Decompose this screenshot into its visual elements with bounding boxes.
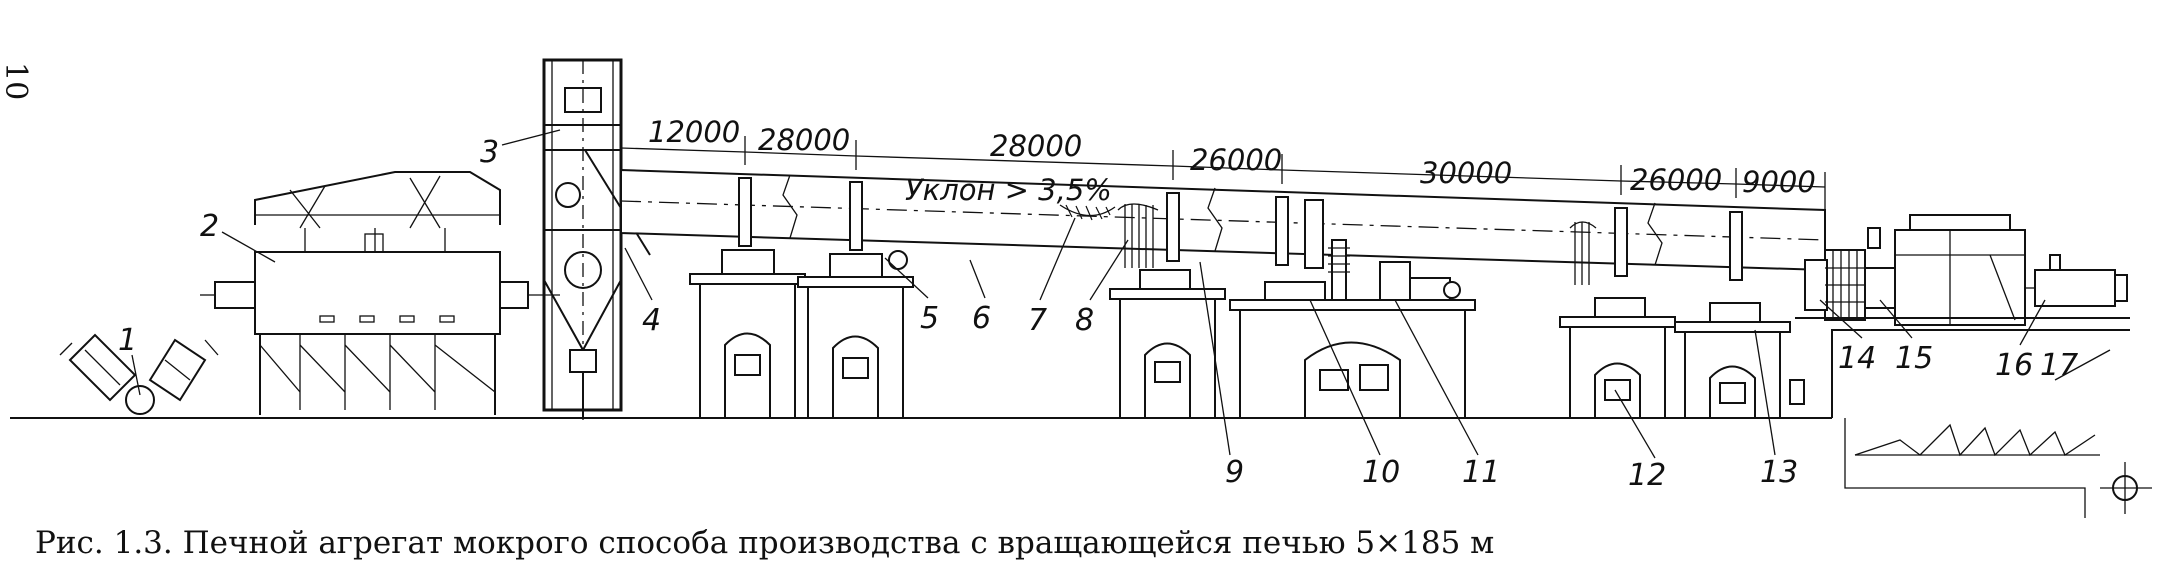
figure-caption: Рис. 1.3. Печной агрегат мокрого способа…: [35, 525, 1494, 561]
label-4: 4: [642, 303, 661, 338]
rotary-kiln-body: [620, 168, 1826, 285]
feed-end-tower: [542, 58, 651, 420]
label-2: 2: [200, 209, 219, 244]
dimension-label-4: 30000: [1420, 156, 1512, 190]
dimension-chain: [620, 130, 1826, 255]
label-12: 12: [1628, 458, 1666, 493]
label-16: 16: [1995, 348, 2033, 383]
support-piers: [689, 239, 1805, 419]
label-6: 6: [972, 301, 991, 336]
dimension-label-5: 26000: [1630, 163, 1722, 197]
dimension-label-3: 26000: [1190, 143, 1282, 177]
label-13: 13: [1760, 455, 1798, 490]
clinker-cooler: [1795, 214, 2130, 326]
leader-lines: [131, 129, 2111, 459]
label-1: 1: [118, 323, 137, 358]
feed-crushers: [59, 333, 219, 415]
page-number: 10: [0, 62, 33, 100]
label-7: 7: [1028, 303, 1047, 338]
drive-symbol: [2100, 462, 2152, 514]
label-8: 8: [1075, 303, 1094, 338]
dimension-label-2: 28000: [990, 129, 1082, 163]
kiln-hood: [1804, 249, 1866, 321]
dimension-label-1: 28000: [758, 123, 850, 157]
label-10: 10: [1362, 455, 1400, 490]
label-15: 15: [1895, 341, 1933, 376]
ground-line: [10, 329, 2130, 518]
clinker-conveyor: [1854, 423, 2100, 457]
label-5: 5: [920, 301, 939, 336]
label-17: 17: [2040, 348, 2078, 383]
label-3: 3: [480, 135, 499, 170]
slurry-concentrator: [200, 171, 560, 415]
dimension-label-6: 9000: [1742, 165, 1816, 199]
label-14: 14: [1838, 341, 1876, 376]
slope-label: Уклон > 3,5%: [905, 173, 1112, 207]
label-9: 9: [1225, 455, 1244, 490]
dimension-label-0: 12000: [648, 115, 740, 149]
label-11: 11: [1462, 455, 1500, 490]
